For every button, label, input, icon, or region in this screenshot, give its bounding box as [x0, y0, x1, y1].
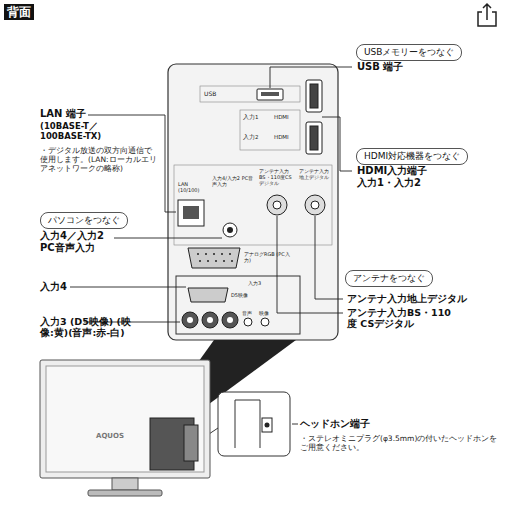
- panel-label: D5映像: [231, 292, 248, 298]
- usb-port: [257, 89, 283, 100]
- port-spec: (10BASE-T／100BASE-TX): [40, 121, 120, 141]
- port-label: 入力3 (D5映像) (映像:黄)(音声:赤-白): [40, 316, 140, 339]
- panel-label: 入力4/入力2 PC音声入力: [212, 175, 256, 187]
- note-text: ・ステレオミニプラグ(φ3.5mm)の付いたヘッドホンをご用意ください。: [300, 434, 500, 452]
- panel-label: 音声: [242, 310, 252, 316]
- callout-bubble: HDMI対応機器をつなぐ: [356, 148, 468, 165]
- d5-port: [188, 288, 228, 302]
- rgb-port: [188, 248, 240, 268]
- port-label: USB 端子: [357, 61, 403, 73]
- antenna-connector: [267, 195, 325, 215]
- bubble-text: USBメモリーをつなぐ: [364, 46, 454, 59]
- callout-bubble: アンテナをつなぐ: [345, 270, 433, 287]
- port-label: 入力4／入力2 PC音声入力: [40, 230, 112, 254]
- bubble-text: アンテナをつなぐ: [353, 272, 425, 285]
- brand-mark: AQUOS: [96, 432, 124, 440]
- port-label: アンテナ入力地上デジタル: [347, 293, 467, 304]
- page-title: 背面: [4, 4, 34, 20]
- panel-label: USB: [204, 90, 216, 97]
- rca-jack: [182, 312, 269, 328]
- panel-label: 入力3: [248, 280, 261, 286]
- panel-label: アナログRGB (PC入力): [244, 251, 294, 263]
- lan-port: [178, 200, 204, 226]
- panel-label: HDMI: [274, 134, 289, 141]
- bubble-text: HDMI対応機器をつなぐ: [364, 150, 460, 163]
- panel-label: 入力2: [243, 134, 259, 141]
- panel-label: 入力1: [243, 114, 259, 121]
- panel-label: HDMI: [274, 114, 289, 121]
- note-text: ・デジタル放送の双方向通信で使用します。(LAN:ローカルエリアネットワークの略…: [40, 146, 158, 173]
- port-label: HDMI入力端子 入力1・入力2: [357, 165, 439, 189]
- share-icon: [478, 4, 496, 26]
- headphone-jack: [265, 423, 270, 428]
- panel-label: アンテナ入力 地上デジタル: [299, 168, 331, 180]
- tv-stand: [88, 490, 162, 496]
- panel-label: LAN (10/100): [178, 181, 204, 193]
- pc-audio-jack: [223, 223, 237, 237]
- panel-label: アンテナ入力 BS・110度CS デジタル: [259, 168, 297, 186]
- input3-box: [176, 276, 300, 334]
- terminal-panel: [168, 64, 338, 340]
- port-label: ヘッドホン端子: [300, 418, 370, 430]
- port-label: LAN 端子: [40, 108, 86, 120]
- tv-body: [40, 360, 210, 478]
- headphone-callout: [218, 392, 290, 456]
- port-label: 入力4: [40, 281, 67, 293]
- panel-label: 映像: [259, 310, 269, 316]
- callout-bubble: パソコンをつなぐ: [40, 212, 128, 229]
- port-label: アンテナ入力BS・110度 CSデジタル: [347, 307, 459, 330]
- hdmi-port: [306, 80, 322, 154]
- callout-bubble: USBメモリーをつなぐ: [356, 44, 462, 61]
- bubble-text: パソコンをつなぐ: [48, 214, 120, 227]
